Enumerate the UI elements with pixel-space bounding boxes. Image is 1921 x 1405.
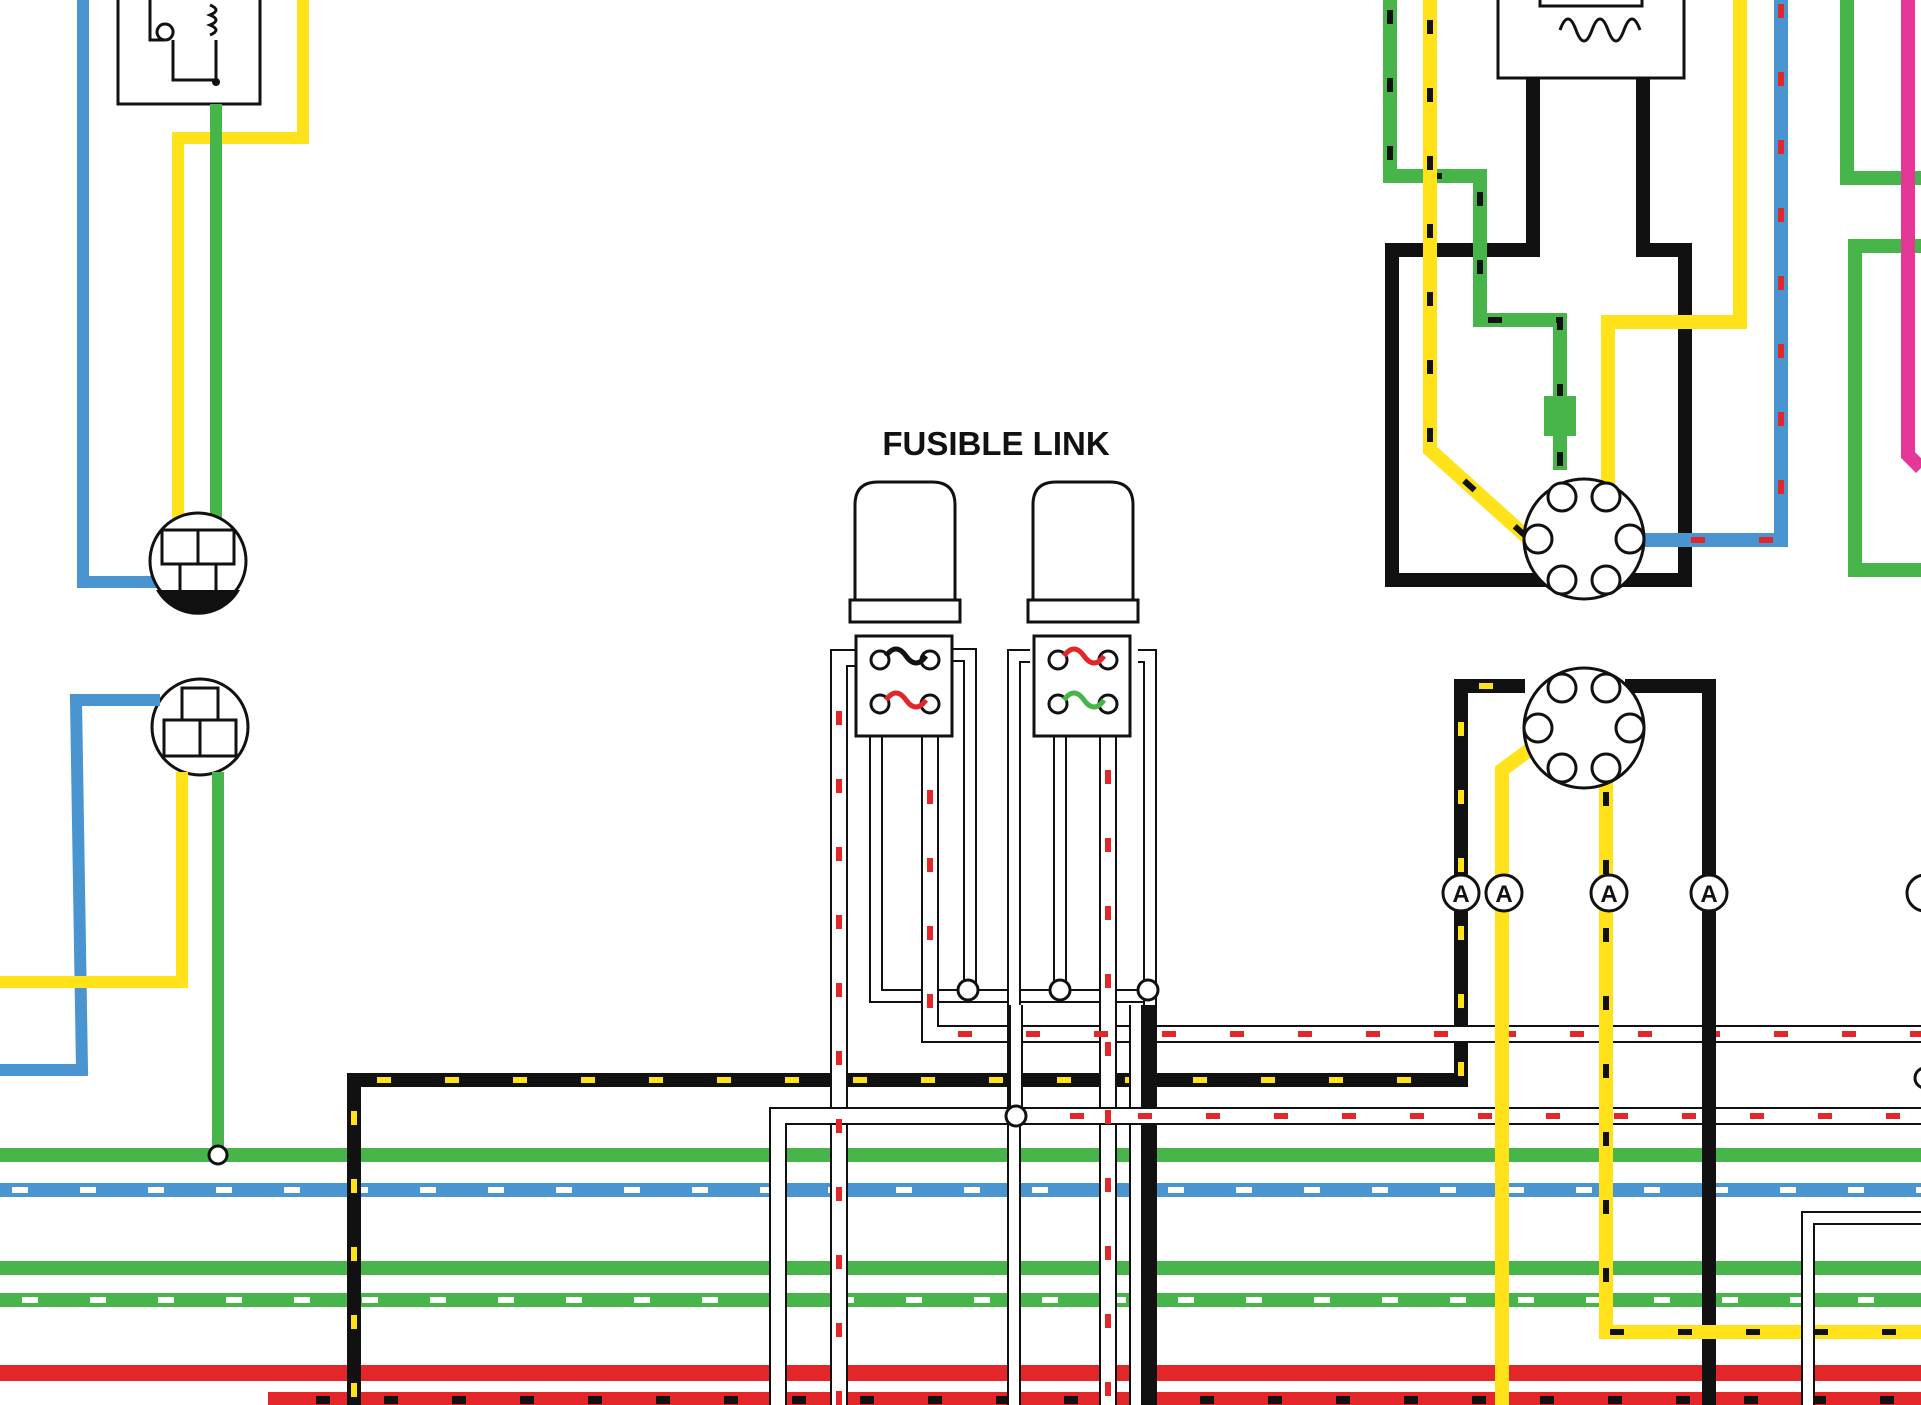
connector-icon bbox=[150, 677, 250, 777]
fusible-link-label: FUSIBLE LINK bbox=[882, 425, 1109, 462]
ground-connector-icon: A bbox=[1484, 873, 1524, 913]
ground-connector-icon: A bbox=[1689, 873, 1729, 913]
connector-icon bbox=[1522, 477, 1646, 601]
svg-text:A: A bbox=[1452, 881, 1469, 908]
right-upper-wiring bbox=[1383, 0, 1921, 601]
fusible-link-icon bbox=[848, 480, 962, 738]
splice-icon bbox=[956, 978, 980, 1002]
fusible-link-icon bbox=[1026, 480, 1140, 738]
right-lower-wiring: A A A A bbox=[1441, 666, 1921, 1405]
black-yellow-wire bbox=[347, 679, 1525, 1405]
horizontal-buses bbox=[0, 1144, 1921, 1405]
splice-icon bbox=[1048, 978, 1072, 1002]
fusible-link-area: FUSIBLE LINK bbox=[769, 425, 1921, 1405]
ground-connector-icon: A bbox=[1589, 873, 1629, 913]
svg-text:A: A bbox=[1700, 881, 1717, 908]
connector-icon bbox=[1522, 666, 1646, 790]
svg-text:A: A bbox=[1495, 881, 1512, 908]
left-wiring bbox=[0, 0, 309, 1155]
splice-icon bbox=[1136, 978, 1160, 1002]
thin-wires bbox=[769, 648, 1921, 1405]
ground-connector-icon bbox=[1905, 873, 1921, 913]
splice-icon bbox=[207, 1144, 229, 1166]
svg-text:A: A bbox=[1600, 881, 1617, 908]
connector-icon bbox=[148, 511, 248, 615]
splice-icon bbox=[1004, 1104, 1028, 1128]
splice-icon bbox=[1913, 1067, 1921, 1089]
relay-icon bbox=[116, 0, 262, 106]
ground-connector-icon: A bbox=[1441, 873, 1481, 913]
coil-icon bbox=[1496, 0, 1686, 80]
